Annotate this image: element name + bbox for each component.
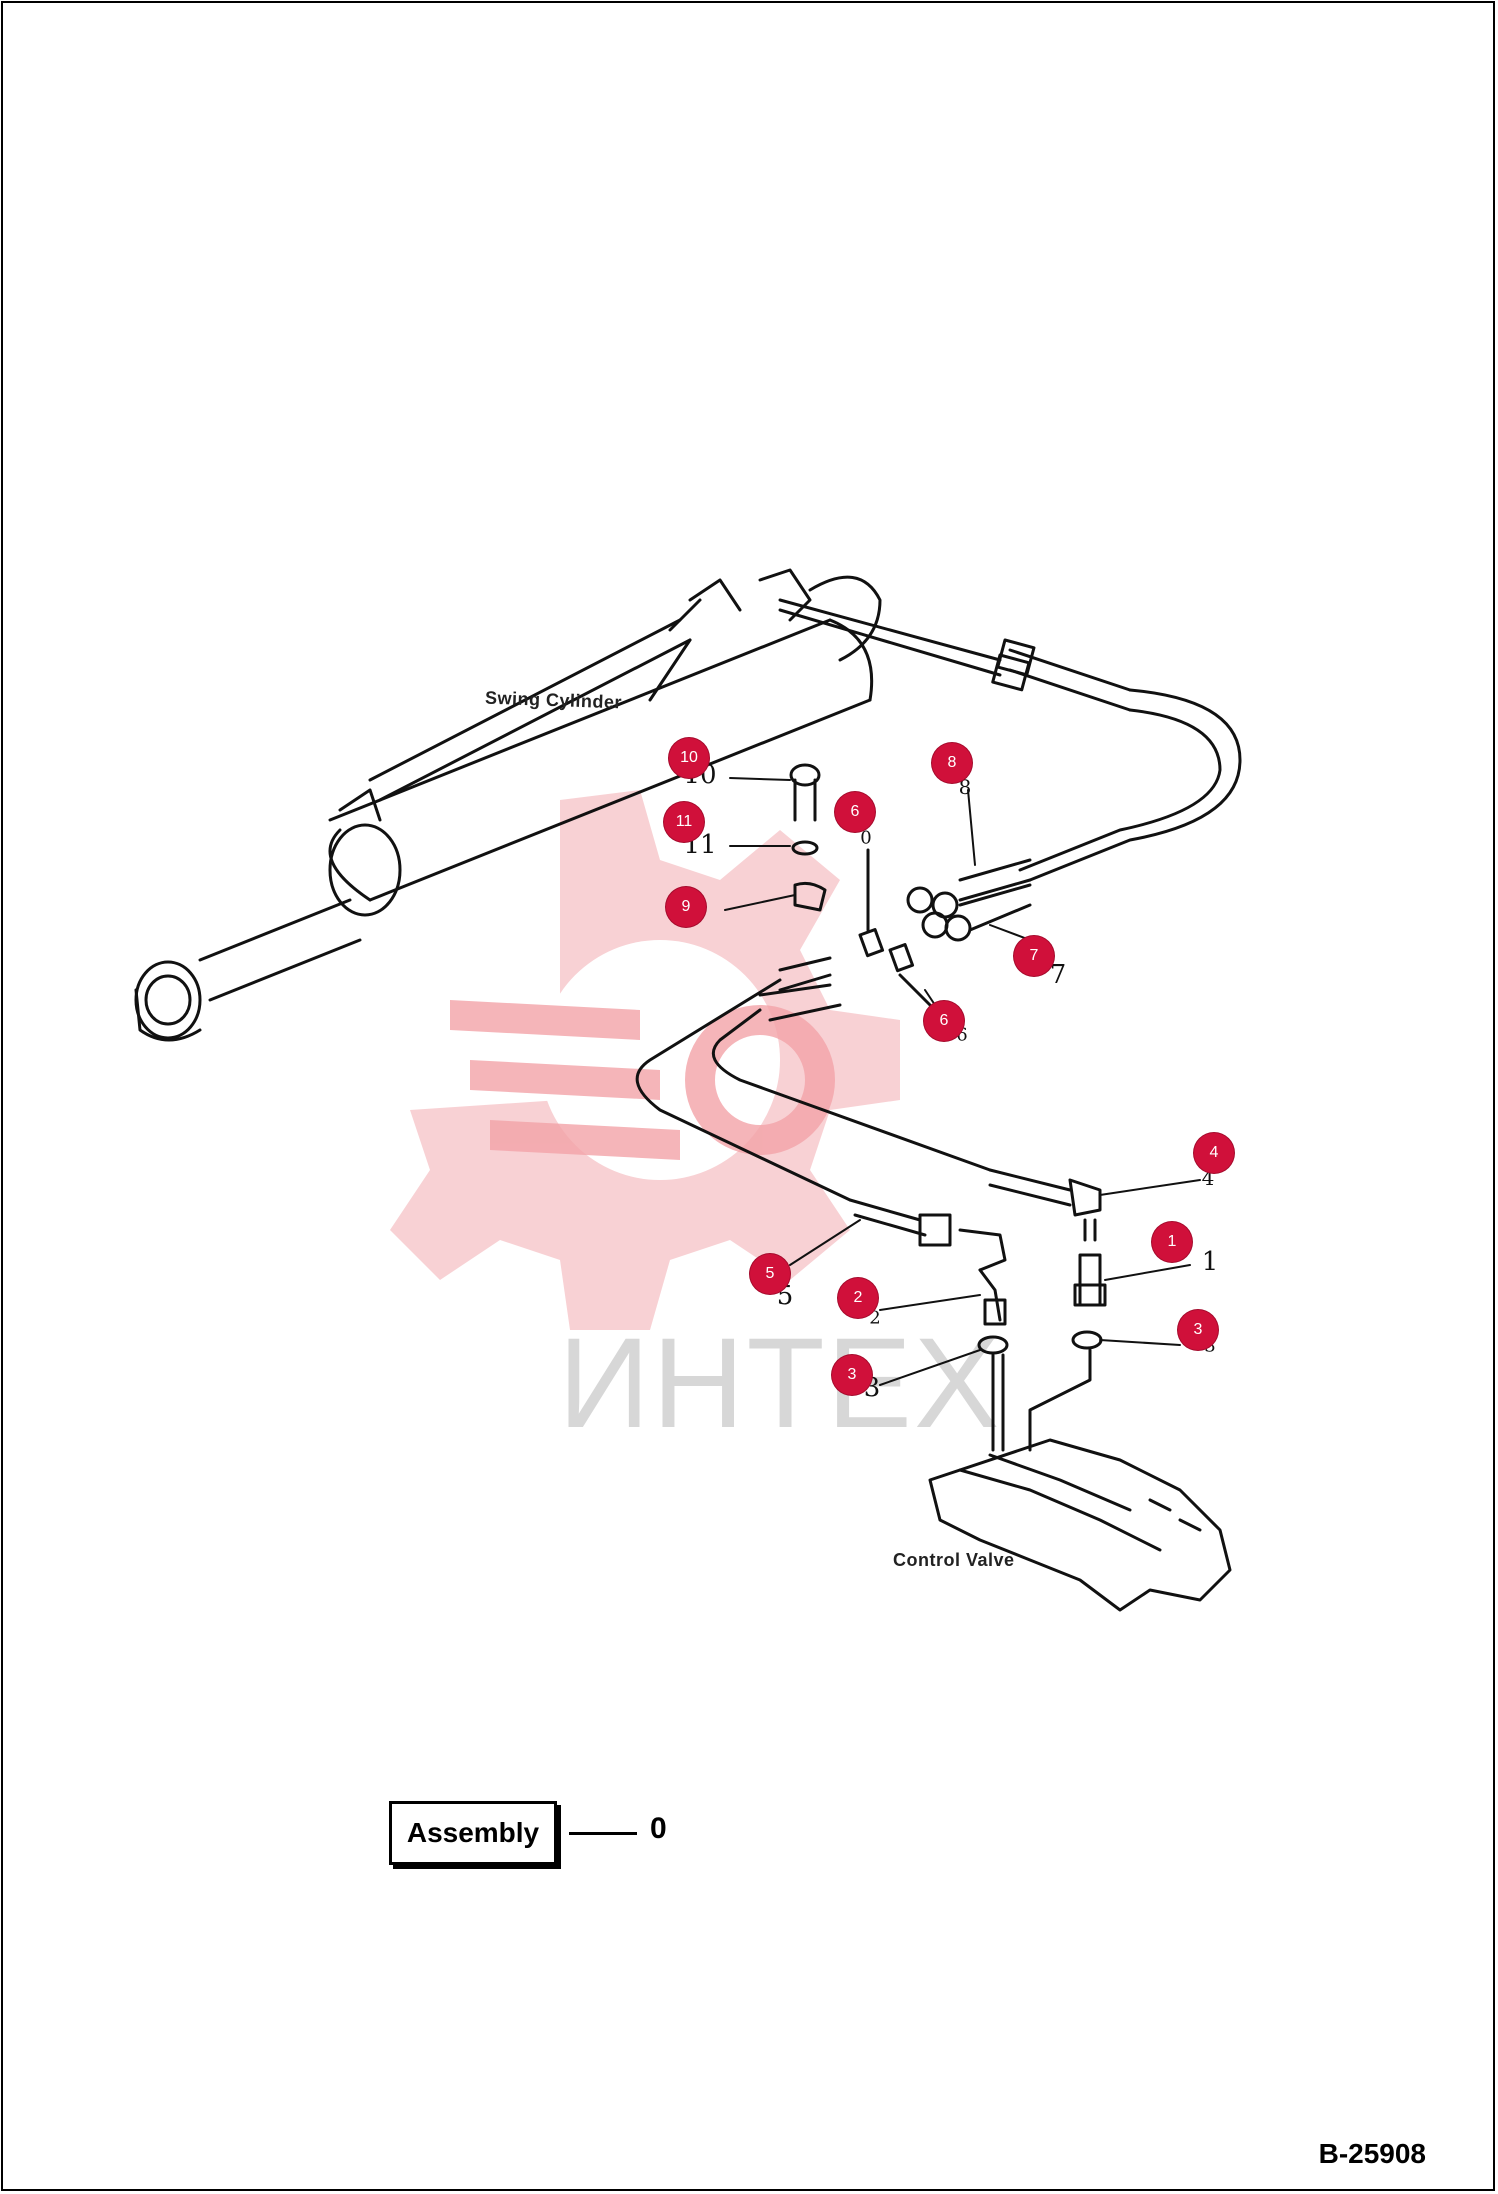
callout-3-right[interactable]: 3: [1178, 1310, 1218, 1350]
sketch-number-8: 8: [958, 775, 972, 799]
watermark-text: ИНТЕХ: [558, 1312, 1002, 1455]
sketch-number-6: 6: [956, 1024, 968, 1046]
callout-8[interactable]: 8: [932, 743, 972, 783]
assembly-number: 0: [650, 1812, 667, 1845]
control-valve-label: Control Valve: [893, 1550, 1015, 1570]
sketch-number-2: 2: [869, 1307, 881, 1329]
sketch-number-7: 7: [1049, 960, 1067, 990]
document-code: B-25908: [1318, 2138, 1426, 2169]
callout-7[interactable]: 7: [1014, 936, 1054, 976]
upper-hose-drawing: [778, 598, 1242, 942]
callout-3-left[interactable]: 3: [832, 1355, 872, 1395]
swing-cylinder-drawing: [134, 568, 882, 1042]
bolt-clamp-drawing: [789, 763, 827, 912]
control-valve-drawing: [928, 1438, 1232, 1612]
sketch-number-1: 1: [1201, 1247, 1219, 1277]
lower-hoses-drawing: [635, 956, 1102, 1247]
assembly-box: Assembly: [389, 1801, 557, 1865]
fittings-drawing: [958, 1228, 1107, 1452]
seals-drawing: [858, 848, 932, 1007]
callout-4[interactable]: 4: [1194, 1133, 1234, 1173]
callout-10[interactable]: 10: [669, 738, 709, 778]
sketch-number-0: 0: [860, 827, 872, 849]
callout-11[interactable]: 11: [664, 802, 704, 842]
callout-1[interactable]: 1: [1152, 1222, 1192, 1262]
leader-lines: [724, 777, 1201, 1386]
callout-6-upper[interactable]: 6: [835, 792, 875, 832]
callout-5[interactable]: 5: [750, 1254, 790, 1294]
callout-6-lower[interactable]: 6: [924, 1001, 964, 1041]
assembly-leader-line: [569, 1832, 637, 1835]
callout-2[interactable]: 2: [838, 1278, 878, 1318]
callout-9[interactable]: 9: [666, 887, 706, 927]
